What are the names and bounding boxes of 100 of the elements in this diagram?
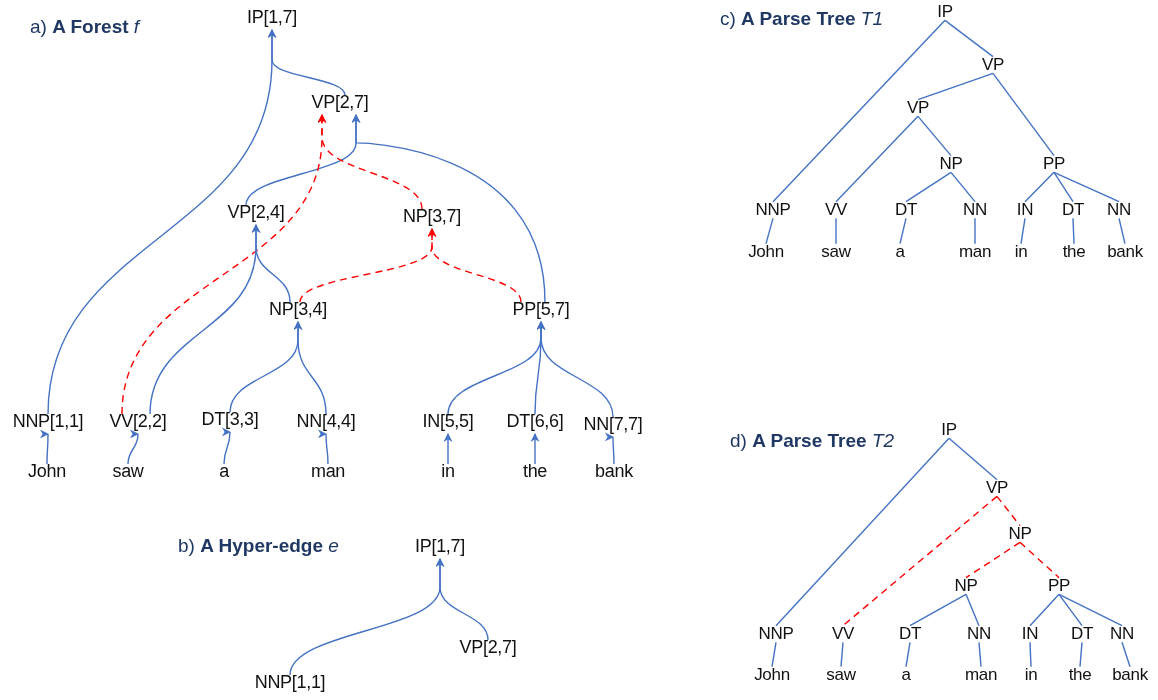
constituent-label: PP [1047, 576, 1071, 596]
tree-branch [992, 72, 1055, 157]
tree-branch [840, 641, 844, 668]
constituent-label: DT [1070, 624, 1094, 644]
word-label: a [901, 665, 911, 685]
word-label: man [958, 242, 992, 262]
constituent-label: NN[4,4] [296, 412, 356, 432]
word-label: bank [1112, 665, 1148, 685]
constituent-label: IP[1,7] [247, 8, 297, 28]
constituent-label: VP [981, 55, 1005, 75]
panel-heading: c) A Parse Tree T1 [720, 8, 883, 30]
word-label: bank [1107, 242, 1143, 262]
constituent-label: VV [824, 200, 848, 220]
tree-branch [965, 593, 980, 627]
word-label: saw [112, 462, 144, 482]
tree-branch [978, 641, 982, 668]
tree-branch [1058, 593, 1083, 627]
tree-branch [772, 19, 946, 203]
word-label: John [754, 665, 790, 685]
word-label: in [441, 462, 455, 482]
arrow [317, 114, 423, 210]
word-label: the [522, 462, 548, 482]
constituent-label: DT[3,3] [201, 410, 259, 430]
constituent-label: NP[3,7] [403, 207, 461, 227]
constituent-label: NNP[1,1] [12, 412, 84, 432]
constituent-label: DT [1061, 200, 1085, 220]
tree-branch [1072, 217, 1075, 245]
tree-branch [835, 115, 919, 203]
word-label: man [310, 462, 346, 482]
tree-branch [917, 115, 952, 157]
tree-branch [1079, 641, 1083, 668]
constituent-label: DT[6,6] [506, 412, 564, 432]
tree-branch [905, 641, 911, 668]
constituent-label: NP [939, 154, 963, 174]
tree-branch [944, 19, 994, 58]
constituent-label: VV[2,2] [109, 412, 167, 432]
tree-branch [909, 593, 967, 627]
tree-branch [1024, 171, 1055, 203]
tree-branch [974, 217, 976, 245]
constituent-label: NN [967, 624, 991, 644]
constituent-label: NP[3,4] [269, 300, 327, 320]
word-label: in [1024, 665, 1038, 685]
arrow [530, 433, 540, 465]
constituent-label: IP [941, 420, 957, 440]
word-label: John [748, 242, 784, 262]
constituent-label: VP[2,4] [227, 203, 285, 223]
word-label: a [895, 242, 905, 262]
constituent-label: NN [1110, 624, 1134, 644]
tree-branch [996, 495, 1021, 527]
tree-branch [842, 495, 998, 627]
arrow [435, 558, 489, 641]
constituent-label: IN[5,5] [422, 412, 474, 432]
tree-branch [1118, 217, 1126, 245]
constituent-label: NNP[1,1] [254, 673, 326, 693]
tree-branch [950, 171, 976, 203]
tree-branch [965, 541, 1021, 579]
arrow [351, 114, 546, 303]
tree-branch [775, 437, 950, 627]
panel-heading: d) A Parse Tree T2 [730, 430, 895, 452]
constituent-label: VP[2,7] [459, 638, 517, 658]
tree-branch [765, 217, 774, 245]
constituent-label: NN [1107, 200, 1131, 220]
arrow [267, 29, 346, 96]
word-label: the [1062, 242, 1086, 262]
constituent-label: IN [1016, 200, 1034, 220]
tree-branch [1029, 641, 1032, 668]
constituent-label: IP [937, 2, 953, 22]
tree-branch [905, 171, 952, 203]
word-label: John [28, 462, 66, 482]
tree-branch [835, 217, 837, 245]
constituent-label: VV [831, 624, 855, 644]
word-label: the [1068, 665, 1092, 685]
constituent-label: NP [954, 576, 978, 596]
tree-branch [948, 437, 998, 481]
tree-branch [1058, 593, 1123, 627]
word-label: man [964, 665, 998, 685]
tree-branch [1029, 593, 1060, 627]
constituent-label: NN [963, 200, 987, 220]
tree-branch [1053, 171, 1074, 203]
tree-branch [771, 641, 777, 668]
constituent-label: IN [1021, 624, 1039, 644]
constituent-label: VP [985, 478, 1009, 498]
tree-branch [1121, 641, 1131, 668]
arrow [536, 321, 614, 418]
constituent-label: DT [898, 624, 922, 644]
arrow [443, 433, 453, 465]
constituent-label: DT [894, 200, 918, 220]
constituent-label: PP [1042, 154, 1066, 174]
constituent-label: PP[5,7] [512, 300, 570, 320]
arrow [293, 321, 327, 415]
tree-branch [1019, 541, 1060, 579]
word-label: a [219, 462, 229, 482]
tree-branch [1020, 217, 1026, 245]
constituent-label: NN[7,7] [583, 415, 643, 435]
word-label: bank [595, 462, 633, 482]
word-label: saw [821, 242, 851, 262]
constituent-label: NNP [758, 624, 794, 644]
tree-branch [917, 72, 994, 101]
constituent-label: NNP [755, 200, 791, 220]
word-label: in [1014, 242, 1028, 262]
